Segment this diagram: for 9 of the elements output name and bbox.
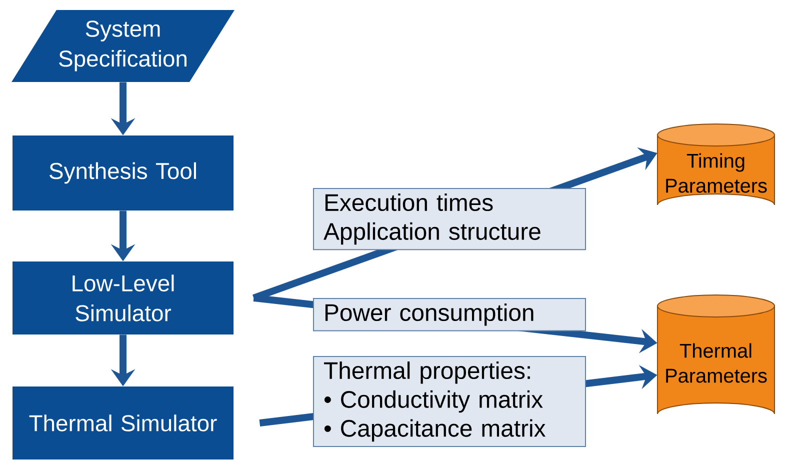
process-box: Low-Level Simulator — [12, 262, 234, 334]
database-cylinder: Thermal Parameters — [657, 294, 775, 414]
process-box: Thermal Simulator — [12, 386, 234, 460]
database-cylinder: Timing Parameters — [657, 124, 775, 206]
edge-label: Execution times Application structure — [313, 188, 586, 250]
process-box: Synthesis Tool — [12, 136, 234, 210]
edge-label: Thermal properties: • Conductivity matrix • Capacitance matrix — [313, 356, 586, 448]
input-parallelogram: System Specification — [12, 10, 234, 82]
edge-label: Power consumption — [313, 298, 586, 332]
